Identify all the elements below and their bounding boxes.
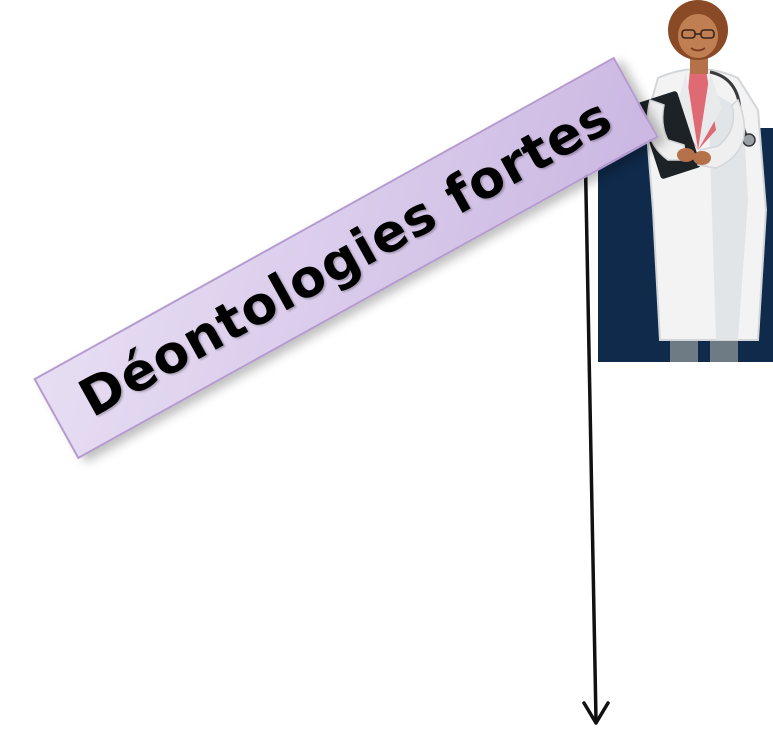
doctor-illustration bbox=[598, 0, 773, 362]
banner-label: Déontologies fortes bbox=[69, 86, 623, 430]
deontologies-banner: Déontologies fortes bbox=[33, 56, 659, 460]
down-arrow bbox=[582, 138, 610, 725]
